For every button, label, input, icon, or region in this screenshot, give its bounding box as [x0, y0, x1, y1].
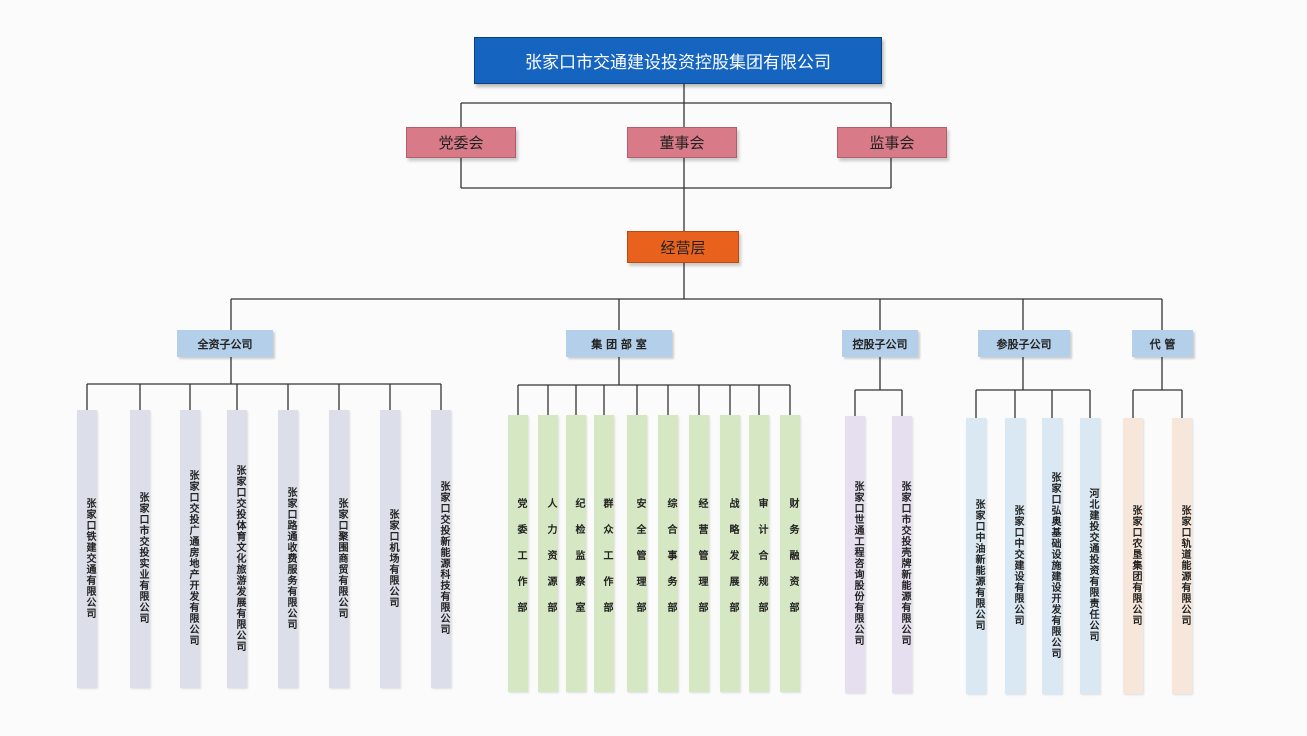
department: 纪检监察室 — [566, 415, 586, 692]
supervisory-board-box: 监事会 — [837, 127, 947, 158]
wholly-owned-company: 张家口交投广通房地产开发有限公司 — [180, 410, 200, 688]
party-committee-box: 党委会 — [406, 127, 516, 158]
department: 审计合规部 — [749, 415, 769, 692]
wholly-owned-company: 张家口交投体育文化旅游发展有限公司 — [227, 410, 247, 688]
participating-company: 河北建投交通投资有限责任公司 — [1080, 418, 1100, 694]
management-box: 经营层 — [627, 231, 739, 263]
wholly-owned-company: 张家口聚围商贸有限公司 — [329, 410, 349, 688]
wholly-owned-company: 张家口交投新能源科技有限公司 — [431, 410, 451, 688]
department: 党委工作部 — [508, 415, 528, 692]
participating-company: 张家口弘奥基础设施建设开发有限公司 — [1042, 418, 1062, 694]
department: 财务融资部 — [780, 415, 800, 692]
category-holding: 控股子公司 — [842, 330, 918, 357]
department: 群众工作部 — [594, 415, 614, 692]
department: 经营管理部 — [689, 415, 709, 692]
managed-company: 张家口轨道能源有限公司 — [1172, 418, 1192, 694]
wholly-owned-company: 张家口市交投实业有限公司 — [130, 410, 150, 688]
participating-company: 张家口中油新能源有限公司 — [966, 418, 986, 694]
department: 人力资源部 — [538, 415, 558, 692]
board-of-directors-box: 董事会 — [627, 127, 737, 158]
holding-company: 张家口世通工程咨询股份有限公司 — [845, 416, 865, 693]
department: 战略发展部 — [720, 415, 740, 692]
category-wholly-owned: 全资子公司 — [177, 330, 273, 357]
department: 综合事务部 — [658, 415, 678, 692]
holding-company: 张家口市交投壳牌新能源有限公司 — [892, 416, 912, 693]
wholly-owned-company: 张家口机场有限公司 — [380, 410, 400, 688]
category-managed: 代 管 — [1132, 330, 1193, 357]
wholly-owned-company: 张家口铁建交通有限公司 — [77, 410, 97, 688]
group-company-box: 张家口市交通建设投资控股集团有限公司 — [474, 37, 882, 84]
wholly-owned-company: 张家口路通收费服务有限公司 — [278, 410, 298, 688]
category-participating: 参股子公司 — [978, 330, 1070, 357]
category-departments: 集 团 部 室 — [566, 330, 672, 357]
managed-company: 张家口农垦集团有限公司 — [1123, 418, 1143, 694]
participating-company: 张家口中交建设有限公司 — [1005, 418, 1025, 694]
department: 安全管理部 — [627, 415, 647, 692]
